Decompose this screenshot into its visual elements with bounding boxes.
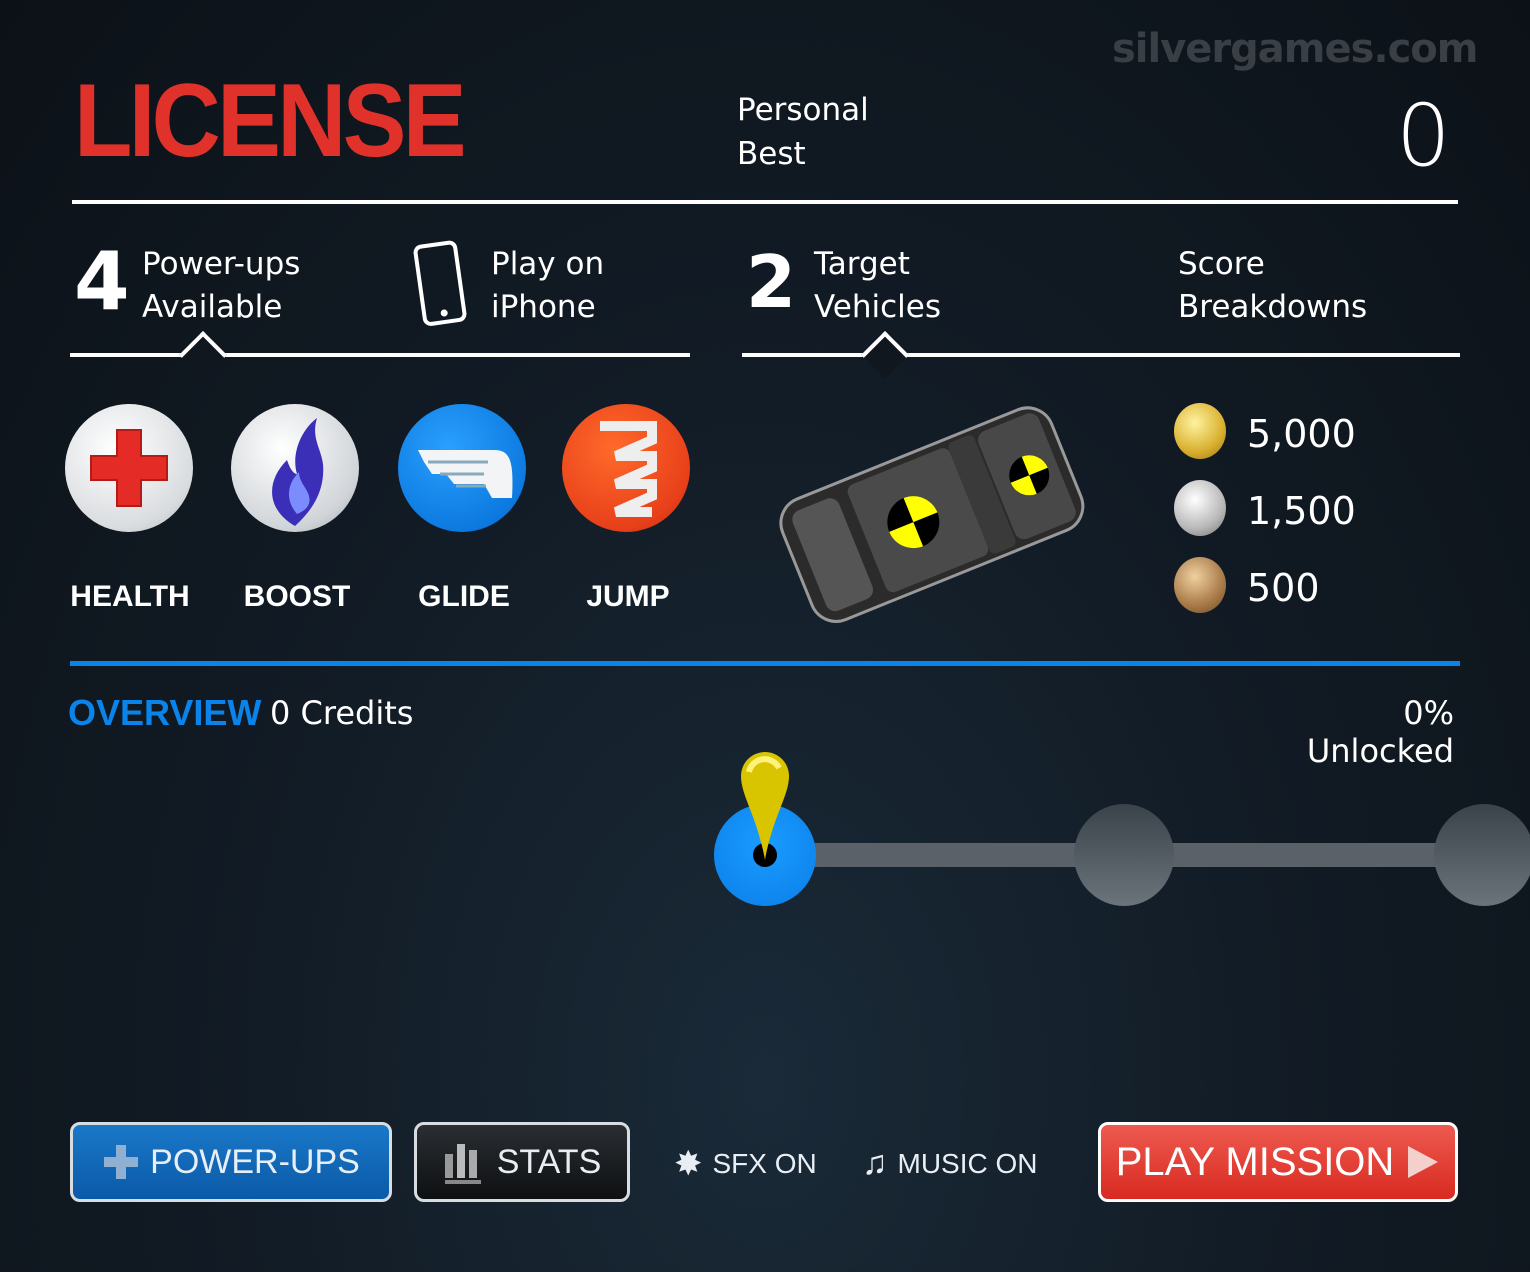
l2: Vehicles [814, 289, 942, 325]
powerup-label: GLIDE [418, 580, 510, 613]
jump-spring-icon [600, 421, 657, 517]
powerup-label: BOOST [243, 580, 351, 613]
sfx-burst-icon: ✸ [674, 1145, 703, 1183]
powerup-label: JUMP [586, 580, 670, 613]
bronze-medal-icon [1174, 557, 1226, 613]
bar-chart-icon [444, 1144, 481, 1184]
sfx-toggle[interactable]: ✸ SFX ON [674, 1144, 817, 1184]
pb-line1: Personal [737, 92, 869, 128]
mission-node-locked[interactable] [1434, 804, 1530, 906]
gold-medal-icon [1174, 403, 1226, 459]
mission-node-locked[interactable] [1074, 804, 1174, 906]
stats-button[interactable]: STATS [414, 1122, 630, 1202]
iphone-icon [413, 240, 467, 326]
health-powerup[interactable] [65, 404, 193, 532]
silver-medal-icon [1174, 480, 1226, 536]
page-title: LICENSE [74, 63, 467, 179]
divider [70, 353, 690, 357]
powerup-label: HEALTH [70, 580, 190, 613]
watermark: silvergames.com [1112, 26, 1478, 72]
target-vehicle-car [779, 406, 1085, 623]
l2: Breakdowns [1178, 289, 1368, 325]
play-on-iphone-link[interactable]: Play on iPhone [491, 243, 604, 329]
music-note-icon: ♫ [862, 1144, 888, 1182]
powerups-button-label: POWER-UPS [150, 1142, 360, 1181]
bronze-score: 500 [1247, 566, 1320, 610]
music-label: MUSIC ON [897, 1147, 1038, 1179]
l1: Power-ups [142, 246, 301, 282]
l1: Score [1178, 246, 1265, 282]
divider [72, 200, 1458, 204]
music-toggle[interactable]: ♫ MUSIC ON [862, 1144, 1038, 1183]
overview-divider [70, 661, 1460, 666]
divider [742, 353, 1460, 357]
overview-tab[interactable]: OVERVIEW [68, 692, 262, 733]
credits-count: 0 Credits [270, 694, 414, 732]
personal-best-value: 0 [1396, 86, 1451, 186]
gold-score: 5,000 [1247, 412, 1356, 456]
sfx-label: SFX ON [712, 1148, 817, 1179]
powerups-button[interactable]: POWER-UPS [70, 1122, 392, 1202]
l2: Available [142, 289, 283, 325]
targets-count: 2 [746, 240, 797, 324]
l1: Play on [491, 246, 605, 282]
stats-button-label: STATS [496, 1142, 602, 1181]
silver-score: 1,500 [1247, 489, 1356, 533]
plus-icon [104, 1145, 139, 1179]
health-cross-icon [90, 429, 168, 507]
notch-indicator [178, 330, 228, 380]
pb-line2: Best [737, 136, 806, 172]
map-pin-icon [741, 752, 789, 867]
play-mission-button[interactable]: PLAY MISSION [1098, 1122, 1458, 1202]
unlocked-percent: 0% Unlocked [1306, 694, 1454, 770]
l1: Target [814, 246, 910, 282]
glide-powerup[interactable] [398, 404, 526, 532]
boost-flame-icon [272, 418, 324, 526]
powerups-count: 4 [74, 235, 130, 328]
glide-wing-icon [418, 450, 513, 498]
jump-powerup[interactable] [562, 404, 690, 532]
l2: iPhone [491, 289, 596, 325]
boost-powerup[interactable] [231, 404, 359, 532]
notch-indicator [860, 330, 910, 380]
play-arrow-icon [1408, 1146, 1439, 1178]
play-mission-label: PLAY MISSION [1115, 1139, 1395, 1184]
